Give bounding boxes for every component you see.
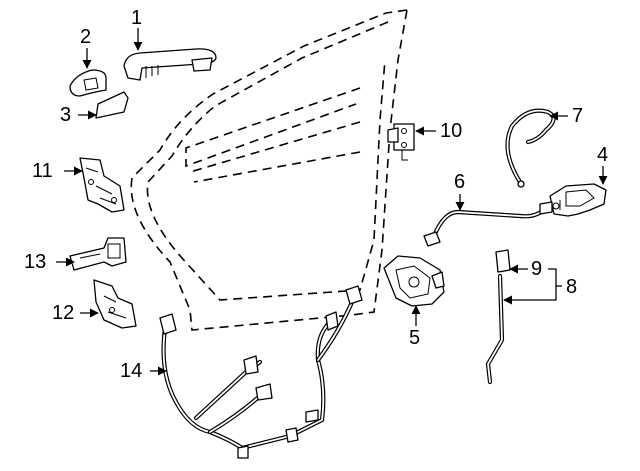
callout-4: 4 [597,144,609,166]
lock-actuator [549,183,607,217]
outside-door-handle [123,48,217,81]
callout-11: 11 [32,160,53,182]
lock-cable [505,108,556,188]
door-check-strap [69,237,127,271]
callout-6: 6 [454,171,466,193]
wiring-harness [159,285,363,459]
callout-2: 2 [80,26,92,48]
callout-1: 1 [131,7,143,29]
callout-7: 7 [572,105,584,127]
rod-clip [495,249,511,273]
callout-3: 3 [60,104,72,126]
door-outline [130,9,408,331]
door-latch [383,255,445,307]
callout-14: 14 [120,360,143,382]
callout-10: 10 [440,120,463,142]
release-cable [423,201,553,247]
callout-12: 12 [52,302,75,324]
lower-hinge [93,279,137,329]
callout-5: 5 [409,327,421,349]
gasket [95,91,129,119]
callout-leaders [56,28,608,376]
upper-hinge [79,157,125,213]
callout-8: 8 [566,276,578,298]
callout-13: 13 [24,251,47,273]
lock-rod [485,273,505,385]
callout-9: 9 [531,258,543,280]
handle-end-cap [69,69,107,97]
door-striker [387,123,415,161]
